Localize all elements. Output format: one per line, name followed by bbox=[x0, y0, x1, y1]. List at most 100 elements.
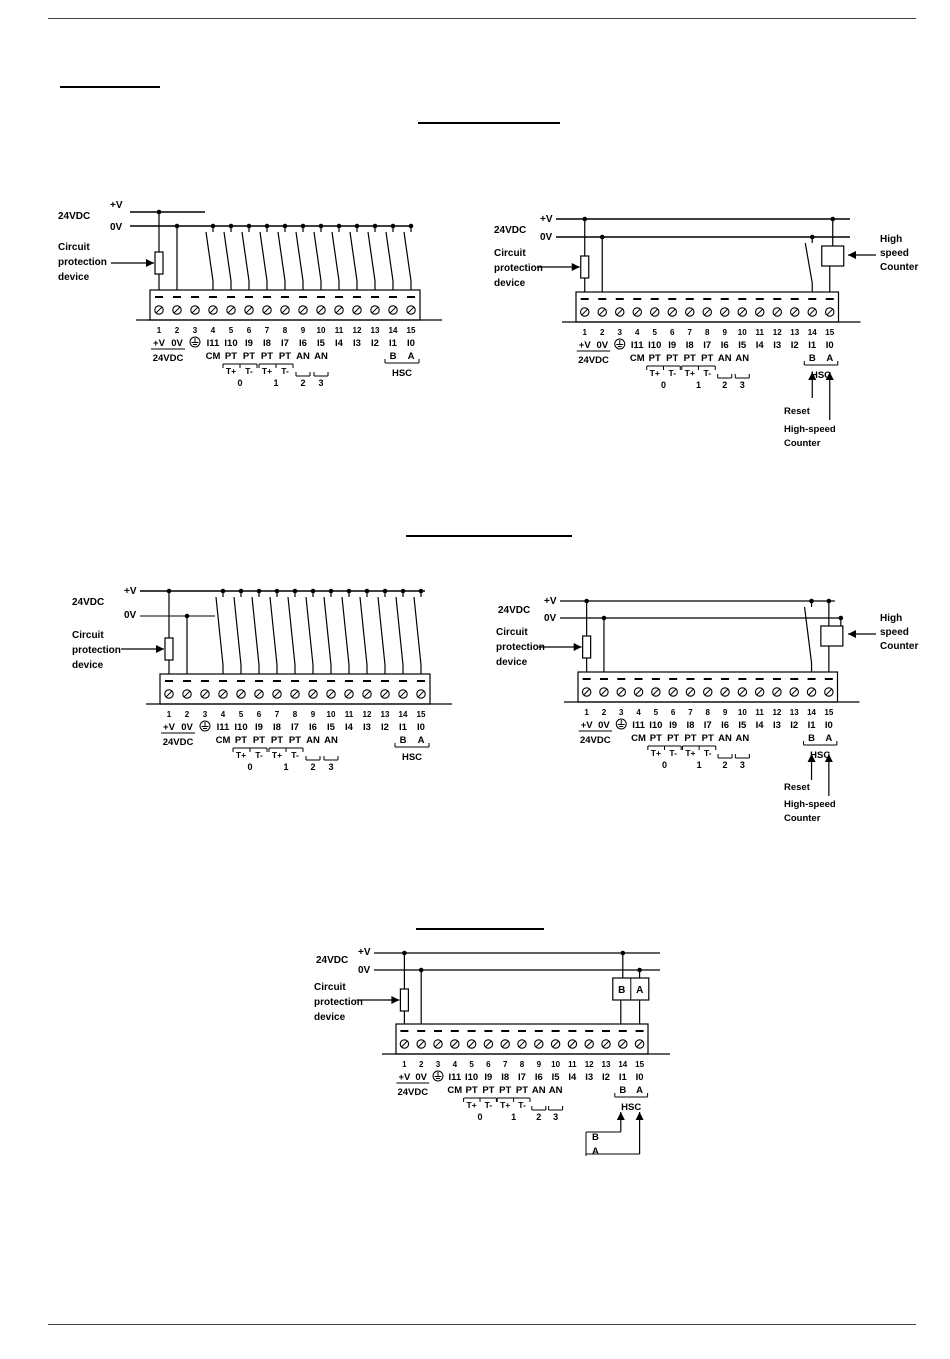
input-label: I2 bbox=[791, 340, 799, 351]
group-label: 1 bbox=[511, 1112, 516, 1122]
thermo-minus-label: T- bbox=[485, 1100, 493, 1110]
terminal-screw-slot bbox=[808, 688, 815, 696]
junction-dot bbox=[400, 588, 406, 594]
protection-label: Circuit bbox=[72, 630, 104, 641]
input-label: I5 bbox=[327, 722, 336, 733]
junction-dot bbox=[310, 588, 316, 594]
supply-positive-label: +V bbox=[110, 200, 123, 211]
supply-negative-label: 0V bbox=[544, 613, 557, 624]
junction-dot bbox=[282, 223, 288, 229]
terminal-number: 7 bbox=[688, 328, 693, 337]
terminal-tab bbox=[417, 1030, 426, 1032]
input-label: I1 bbox=[808, 720, 817, 731]
terminal-tab bbox=[755, 298, 764, 300]
terminal-screw-slot bbox=[155, 306, 163, 314]
terminal-number: 15 bbox=[407, 326, 416, 335]
supply-positive-label: +V bbox=[358, 947, 371, 958]
thermo-minus-label: T- bbox=[703, 368, 711, 378]
junction-dot bbox=[318, 223, 324, 229]
thermo-minus-label: T- bbox=[669, 748, 677, 758]
thermo-plus-label: T+ bbox=[236, 750, 246, 760]
terminal-number: 14 bbox=[389, 326, 398, 335]
terminal-screw-slot bbox=[417, 1040, 425, 1048]
terminal-tab bbox=[309, 680, 317, 682]
terminal-number: 7 bbox=[265, 326, 270, 335]
terminal-number: 11 bbox=[755, 708, 764, 717]
terminal-tab bbox=[327, 680, 335, 682]
reset-label: Reset bbox=[784, 406, 811, 417]
reset-arrow-head bbox=[807, 754, 816, 762]
terminal-tab bbox=[790, 678, 799, 680]
terminal-number: 6 bbox=[671, 708, 676, 717]
terminal-tab bbox=[219, 680, 227, 682]
thermo-plus-label: T+ bbox=[651, 748, 661, 758]
diagram-npn-hsc: +V0V24VDCHighspeedCounterCircuitprotecti… bbox=[494, 214, 918, 449]
junction-dot bbox=[809, 234, 815, 240]
input-label: I6 bbox=[721, 340, 729, 351]
terminal-screw-slot bbox=[434, 1040, 442, 1048]
terminal-screw-slot bbox=[668, 308, 676, 316]
terminal-number: 8 bbox=[293, 710, 298, 719]
terminal-number: 6 bbox=[257, 710, 262, 719]
supply-negative-label: 0V bbox=[110, 222, 123, 233]
input-label: I8 bbox=[501, 1072, 509, 1083]
reset-arrow-head bbox=[808, 372, 817, 380]
supply-positive-label: +V bbox=[540, 214, 553, 225]
terminal-tab bbox=[407, 296, 415, 298]
pnp-title-underline bbox=[406, 535, 572, 537]
terminal-number: 5 bbox=[229, 326, 234, 335]
terminal-tab bbox=[585, 1030, 594, 1032]
fuse-icon bbox=[582, 635, 592, 659]
protection-arrow-head bbox=[573, 643, 582, 651]
terminal-tab bbox=[755, 678, 764, 680]
input-switch-blade bbox=[323, 596, 332, 666]
group-label: 2 bbox=[723, 760, 728, 770]
junction-dot bbox=[328, 588, 334, 594]
terminal-screw-slot bbox=[738, 688, 746, 696]
input-switch-blade bbox=[233, 596, 242, 666]
terminal-number: 3 bbox=[618, 328, 623, 337]
input-function-label: PT bbox=[650, 733, 662, 744]
terminal-screw-slot bbox=[327, 690, 335, 698]
input-label: 0V bbox=[415, 1072, 427, 1083]
input-label: I8 bbox=[686, 340, 694, 351]
encoder-output-a: A bbox=[636, 985, 643, 996]
input-label: I5 bbox=[317, 338, 326, 349]
terminal-screw-slot bbox=[535, 1040, 543, 1048]
terminal-number: 5 bbox=[654, 708, 659, 717]
terminal-number: 13 bbox=[381, 710, 390, 719]
encoder-input-a-label: A bbox=[592, 1146, 599, 1157]
input-label: I7 bbox=[518, 1072, 526, 1083]
protection-label: Circuit bbox=[494, 248, 526, 259]
counter-arrow-head bbox=[848, 630, 856, 638]
input-function-label: B bbox=[809, 353, 816, 364]
fuse-icon bbox=[164, 637, 174, 661]
thermo-plus-label: T+ bbox=[262, 366, 272, 376]
terminal-number: 9 bbox=[311, 710, 316, 719]
fuse-icon bbox=[154, 251, 164, 275]
input-label: I3 bbox=[773, 720, 781, 731]
thermo-plus-label: T+ bbox=[650, 368, 660, 378]
thermo-plus-label: T+ bbox=[226, 366, 236, 376]
input-function-label: A bbox=[418, 735, 425, 746]
terminal-tab bbox=[551, 1030, 560, 1032]
junction-dot bbox=[174, 223, 180, 229]
input-function-label: AN bbox=[718, 733, 732, 744]
input-label: 0V bbox=[596, 340, 608, 351]
terminal-screw-slot bbox=[651, 308, 659, 316]
terminal-screw-slot bbox=[201, 690, 209, 698]
terminal-tab bbox=[825, 298, 834, 300]
group-label: 0 bbox=[661, 380, 666, 390]
terminal-number: 5 bbox=[469, 1060, 474, 1069]
input-switch-blade bbox=[385, 231, 394, 282]
terminal-number: 2 bbox=[175, 326, 180, 335]
terminal-number: 2 bbox=[419, 1060, 424, 1069]
terminal-number: 14 bbox=[618, 1060, 627, 1069]
input-label: I2 bbox=[790, 720, 798, 731]
thermo-minus-label: T- bbox=[704, 748, 712, 758]
input-function-label: CM bbox=[631, 733, 646, 744]
input-function-label: A bbox=[408, 351, 415, 362]
terminal-tab bbox=[720, 298, 729, 300]
terminal-number: 3 bbox=[193, 326, 198, 335]
terminal-screw-slot bbox=[191, 306, 199, 314]
